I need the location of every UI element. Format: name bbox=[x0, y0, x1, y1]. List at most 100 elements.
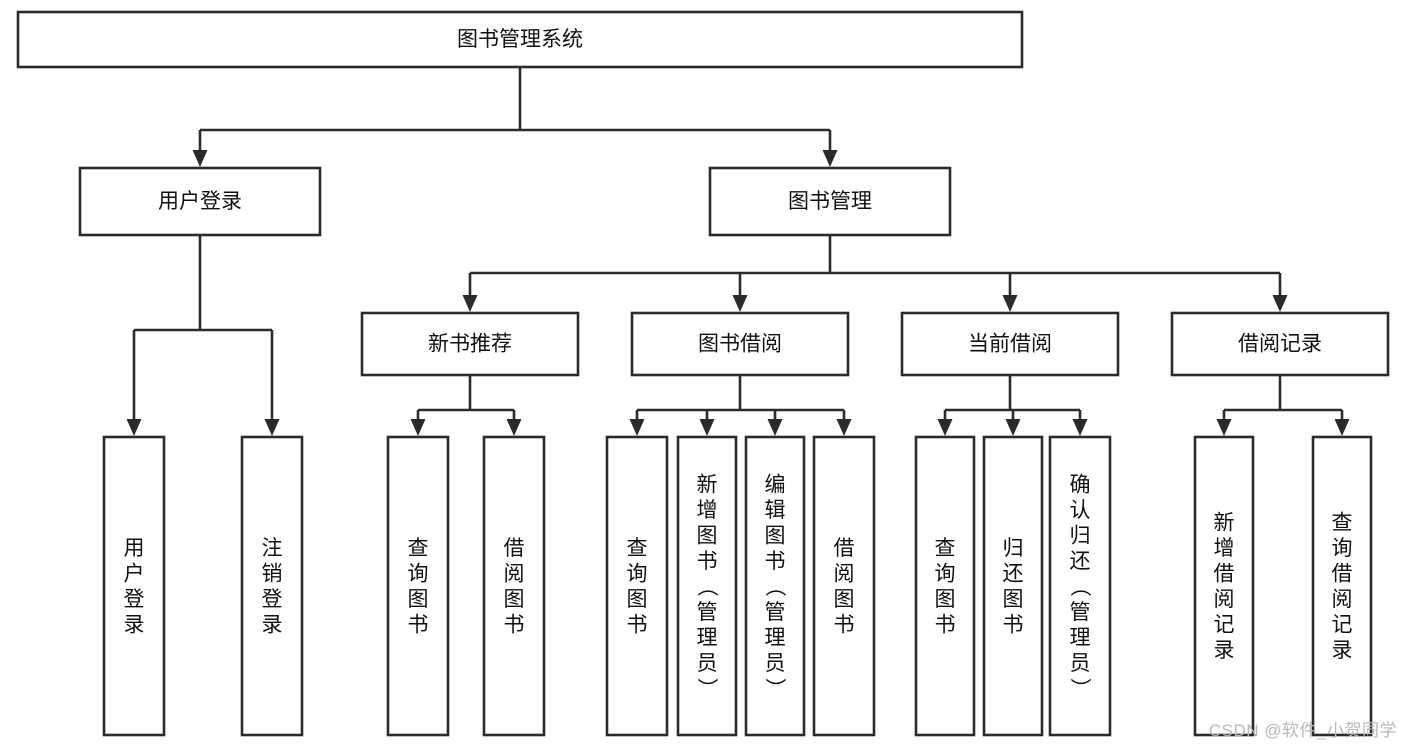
svg-text:书: 书 bbox=[697, 550, 718, 573]
svg-text:查: 查 bbox=[627, 537, 648, 560]
level3-1-to-leaves-arrow-1 bbox=[699, 419, 715, 436]
bookmgmt-to-level3-arrow-0 bbox=[462, 295, 478, 312]
root-to-level2-arrow-0 bbox=[192, 150, 208, 167]
node-level2-0-box[interactable] bbox=[78, 166, 322, 237]
svg-text:）: ） bbox=[695, 678, 718, 699]
node-level3-0-box[interactable] bbox=[360, 311, 580, 377]
svg-text:还: 还 bbox=[1070, 550, 1091, 573]
svg-text:登: 登 bbox=[124, 588, 145, 611]
svg-text:借: 借 bbox=[834, 537, 855, 560]
svg-text:借: 借 bbox=[1214, 563, 1235, 586]
svg-text:借: 借 bbox=[1332, 563, 1353, 586]
svg-text:书: 书 bbox=[765, 550, 786, 573]
node-leaf-11-box[interactable] bbox=[1193, 435, 1255, 737]
svg-text:书: 书 bbox=[834, 614, 855, 637]
svg-text:图: 图 bbox=[408, 588, 429, 611]
svg-text:查: 查 bbox=[408, 537, 429, 560]
svg-text:归: 归 bbox=[1070, 524, 1091, 547]
node-leaf-7-box[interactable] bbox=[812, 435, 876, 737]
svg-text:理: 理 bbox=[697, 626, 718, 649]
level3-2-to-leaves-arrow-1 bbox=[1005, 419, 1021, 436]
svg-text:户: 户 bbox=[124, 563, 145, 586]
svg-text:书: 书 bbox=[408, 614, 429, 637]
svg-text:员: 员 bbox=[697, 652, 718, 675]
svg-text:询: 询 bbox=[1332, 537, 1353, 560]
node-leaf-8-box[interactable] bbox=[914, 435, 976, 737]
svg-text:查: 查 bbox=[935, 537, 956, 560]
svg-text:图: 图 bbox=[765, 524, 786, 547]
svg-text:阅: 阅 bbox=[834, 563, 855, 586]
svg-text:理: 理 bbox=[765, 626, 786, 649]
node-leaf-3-box[interactable] bbox=[482, 435, 546, 737]
node-level2-1-box[interactable] bbox=[708, 166, 952, 237]
level3-2-to-leaves-arrow-2 bbox=[1072, 419, 1088, 436]
svg-text:录: 录 bbox=[262, 614, 283, 637]
svg-text:图: 图 bbox=[935, 588, 956, 611]
level3-2-to-leaves-arrow-0 bbox=[937, 419, 953, 436]
svg-text:记: 记 bbox=[1332, 614, 1353, 637]
svg-text:图: 图 bbox=[1003, 588, 1024, 611]
node-leaf-12-box[interactable] bbox=[1311, 435, 1373, 737]
svg-text:归: 归 bbox=[1003, 537, 1024, 560]
svg-text:还: 还 bbox=[1003, 563, 1024, 586]
node-leaf-1-box[interactable] bbox=[240, 435, 304, 737]
level3-0-to-leaves-arrow-1 bbox=[506, 419, 522, 436]
node-leaf-6-box[interactable] bbox=[744, 435, 806, 737]
svg-text:图: 图 bbox=[834, 588, 855, 611]
node-leaf-2-box[interactable] bbox=[386, 435, 450, 737]
svg-text:员: 员 bbox=[1070, 652, 1091, 675]
level3-1-to-leaves-arrow-3 bbox=[836, 419, 852, 436]
connector-layer bbox=[126, 67, 1350, 436]
svg-text:书: 书 bbox=[504, 614, 525, 637]
svg-text:图: 图 bbox=[504, 588, 525, 611]
node-leaf-10-box[interactable] bbox=[1048, 435, 1112, 737]
node-level3-1-box[interactable] bbox=[630, 311, 850, 377]
bookmgmt-to-level3-arrow-1 bbox=[732, 295, 748, 312]
node-leaf-4-box[interactable] bbox=[605, 435, 669, 737]
svg-text:阅: 阅 bbox=[1332, 588, 1353, 611]
svg-text:编: 编 bbox=[765, 473, 786, 496]
node-level3-1-label: 图书借阅 bbox=[698, 333, 782, 356]
node-root-box[interactable] bbox=[16, 10, 1024, 69]
node-level3-2-box[interactable] bbox=[900, 311, 1120, 377]
svg-text:销: 销 bbox=[262, 563, 283, 586]
svg-text:辑: 辑 bbox=[765, 499, 786, 522]
bookmgmt-to-level3-arrow-3 bbox=[1272, 295, 1288, 312]
svg-text:员: 员 bbox=[765, 652, 786, 675]
svg-text:书: 书 bbox=[1003, 614, 1024, 637]
svg-text:新: 新 bbox=[697, 473, 718, 496]
svg-text:管: 管 bbox=[697, 601, 718, 624]
svg-text:阅: 阅 bbox=[1214, 588, 1235, 611]
level3-1-to-leaves-arrow-0 bbox=[629, 419, 645, 436]
svg-text:理: 理 bbox=[1070, 626, 1091, 649]
svg-text:询: 询 bbox=[408, 563, 429, 586]
svg-text:登: 登 bbox=[262, 588, 283, 611]
svg-text:）: ） bbox=[763, 678, 786, 699]
bookmgmt-to-level3-arrow-2 bbox=[1002, 295, 1018, 312]
node-root-label: 图书管理系统 bbox=[457, 28, 583, 51]
level3-0-to-leaves-arrow-0 bbox=[410, 419, 426, 436]
svg-text:阅: 阅 bbox=[504, 563, 525, 586]
svg-text:管: 管 bbox=[765, 601, 786, 624]
svg-text:记: 记 bbox=[1214, 614, 1235, 637]
svg-text:录: 录 bbox=[1214, 639, 1235, 662]
node-level3-3-box[interactable] bbox=[1170, 311, 1390, 377]
svg-text:询: 询 bbox=[935, 563, 956, 586]
svg-text:（: （ bbox=[1068, 576, 1091, 597]
node-level3-3-label: 借阅记录 bbox=[1238, 333, 1322, 356]
node-level3-2-label: 当前借阅 bbox=[968, 333, 1052, 356]
node-leaf-9-box[interactable] bbox=[982, 435, 1044, 737]
node-leaf-0-box[interactable] bbox=[102, 435, 166, 737]
node-leaf-5-box[interactable] bbox=[676, 435, 738, 737]
